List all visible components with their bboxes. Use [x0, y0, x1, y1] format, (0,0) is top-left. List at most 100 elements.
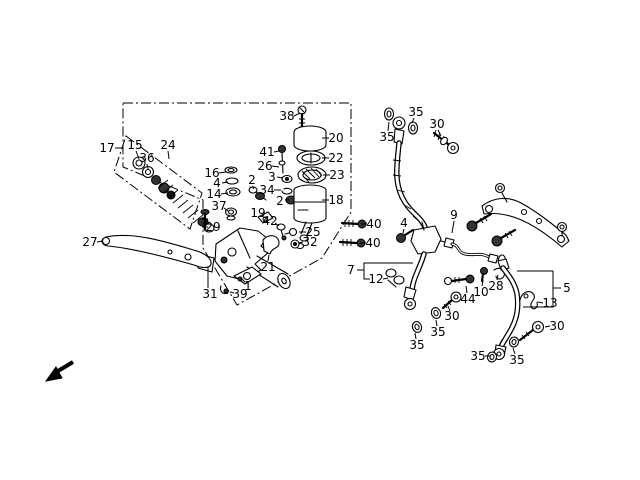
part-label-27-26: 27: [82, 235, 97, 249]
part-label-40-24: 40: [366, 217, 381, 231]
part-label-12-37: 12: [368, 272, 383, 286]
part-label-35-31: 35: [408, 105, 423, 119]
lower-right-brake-hose-drawing: [486, 258, 545, 363]
leader-line-19-15: [261, 215, 266, 219]
part-label-17-0: 17: [99, 141, 114, 155]
part-label-24-3: 24: [160, 138, 175, 152]
leader-line-42-16: [274, 222, 280, 227]
leader-line-10-39: [481, 279, 484, 287]
part-label-14-12: 14: [206, 187, 221, 201]
part-label-10-39: 10: [473, 285, 488, 299]
part-label-23-22: 23: [329, 168, 344, 182]
part-label-18-23: 18: [328, 193, 343, 207]
leader-line-44-40: [465, 285, 468, 294]
leader-line-37-14: [223, 207, 229, 212]
clamp-pieces-drawing: [257, 211, 287, 241]
leader-line-39-30: [229, 291, 235, 294]
leader-line-35-32: [387, 121, 390, 132]
part-label-5-45: 5: [563, 281, 571, 295]
leader-line-41-5: [273, 150, 280, 153]
part-label-41-5: 41: [259, 145, 274, 159]
part-label-25-18: 25: [305, 225, 320, 239]
part-label-35-32: 35: [379, 130, 394, 144]
part-label-28-38: 28: [488, 279, 503, 293]
part-label-35-43: 35: [409, 338, 424, 352]
part-label-26-6: 26: [257, 159, 272, 173]
part-label-30-46: 30: [549, 319, 564, 333]
leader-line-16-8: [218, 171, 227, 174]
leader-line-21-27: [267, 254, 270, 262]
leader-line-1-28: [240, 277, 246, 283]
part-label-31-29: 31: [202, 287, 217, 301]
part-label-42-16: 42: [262, 214, 277, 228]
leader-line-24-3: [167, 150, 170, 160]
stay-bracket-drawing: [466, 182, 570, 248]
part-label-13-44: 13: [542, 296, 557, 310]
sight-glass-stack-drawing: [224, 166, 241, 221]
part-label-15-1: 15: [127, 138, 142, 152]
part-label-36-2: 36: [139, 151, 154, 165]
leader-line-9-34: [451, 220, 455, 234]
part-label-16-8: 16: [204, 166, 219, 180]
boundary-dashdot: [122, 102, 352, 306]
part-label-3-7: 3: [268, 170, 276, 184]
leader-line-35-42: [435, 319, 438, 327]
leader-line-35-48: [512, 347, 516, 355]
part-label-22-21: 22: [328, 151, 343, 165]
part-label-34-11: 34: [259, 183, 274, 197]
part-label-4-9: 4: [213, 176, 221, 190]
leader-line-2-10: [251, 185, 255, 190]
part-label-35-47: 35: [470, 349, 485, 363]
leader-line-4-9: [221, 181, 229, 184]
leader-line-32-19: [298, 241, 304, 244]
part-label-37-14: 37: [211, 199, 226, 213]
part-label-40-25: 40: [365, 236, 380, 250]
part-label-35-42: 35: [430, 325, 445, 339]
part-label-1-28: 1: [244, 279, 252, 293]
part-label-30-33: 30: [429, 117, 444, 131]
leader-line-30-33: [437, 129, 442, 137]
upper-brake-hose-drawing: [383, 107, 460, 233]
leader-line-12-37: [382, 277, 389, 280]
leader-line-30-41: [447, 305, 451, 312]
leader-line-29-17: [205, 220, 210, 225]
leader-line-14-12: [220, 192, 229, 195]
leader-line-15-1: [135, 150, 140, 160]
part-label-20-20: 20: [328, 131, 343, 145]
leader-line-35-43: [414, 332, 417, 340]
leader-line-13-44: [537, 301, 544, 304]
part-label-38-4: 38: [279, 109, 294, 123]
part-label-2-10: 2: [248, 173, 256, 187]
leader-line-36-2: [146, 163, 149, 170]
part-label-29-17: 29: [205, 220, 220, 234]
part-label-7-36: 7: [347, 263, 355, 277]
part-label-44-40: 44: [460, 292, 475, 306]
direction-arrow-icon: [44, 360, 75, 382]
brake-pipe-drawing: [443, 237, 507, 266]
pipe-hardware-drawing: [443, 267, 505, 286]
reservoir-drawing: [284, 105, 327, 250]
leader-line-35-31: [411, 117, 415, 124]
part-label-39-30: 39: [232, 287, 247, 301]
bolt-29-drawing: [200, 209, 210, 231]
part-label-30-41: 30: [444, 309, 459, 323]
part-label-32-19: 32: [302, 235, 317, 249]
bracket-7: [363, 262, 413, 280]
leader-line-3-7: [276, 176, 284, 179]
part-label-4-35: 4: [400, 216, 408, 230]
part-label-2-13: 2: [276, 194, 284, 208]
part-label-21-27: 21: [260, 260, 275, 274]
leader-line-27-26: [96, 240, 104, 243]
part-label-19-15: 19: [250, 206, 265, 220]
leader-line-38-4: [293, 112, 301, 117]
part-label-35-48: 35: [509, 353, 524, 367]
part-label-9-34: 9: [450, 208, 458, 222]
lower-left-brake-hose-drawing: [403, 251, 462, 333]
hose-junction-drawing: [385, 221, 450, 288]
piston-kit-drawing: [132, 156, 215, 233]
brake-lever-drawing: [101, 234, 212, 269]
piston-kit-box: [113, 135, 203, 230]
